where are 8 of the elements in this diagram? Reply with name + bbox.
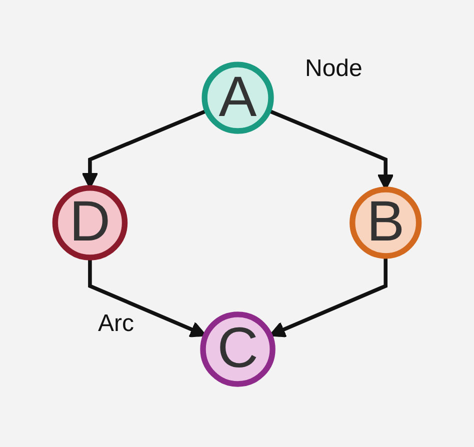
node-circle: B [350,186,422,259]
node-annotation: Node [305,55,362,83]
node-circle: C [200,312,276,387]
arc-annotation: Arc [98,310,134,338]
arrow [88,258,207,338]
arrow [269,256,388,338]
node-circle: A [202,62,274,134]
node-circle: D [52,185,128,260]
